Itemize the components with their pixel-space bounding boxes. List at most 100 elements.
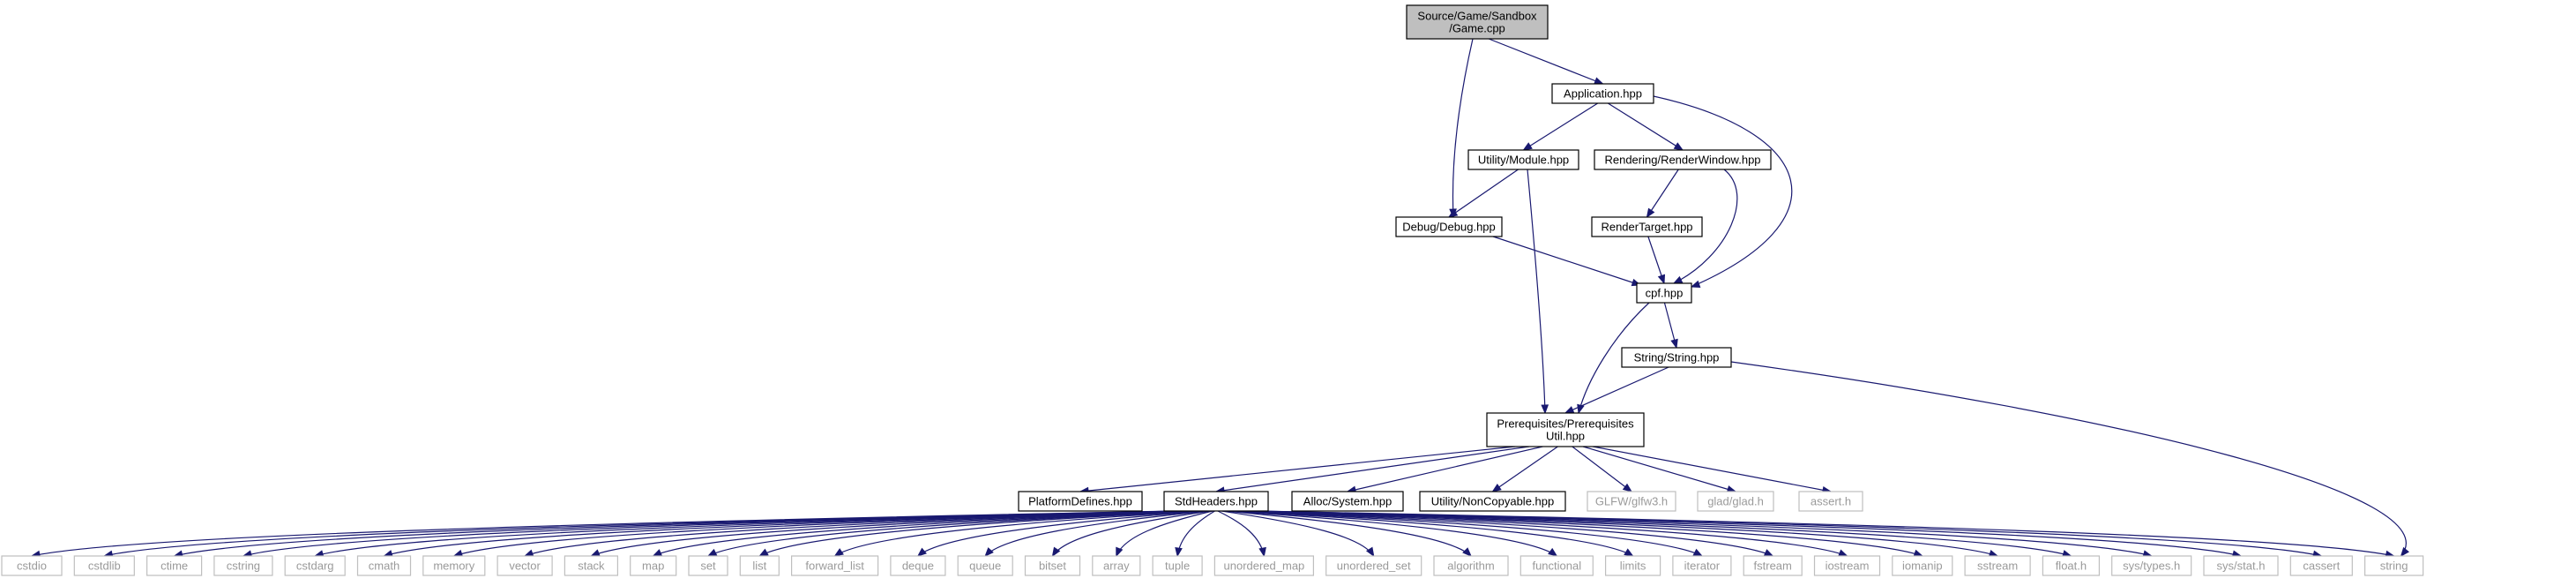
arrowhead: [916, 547, 927, 557]
node-box: [1813, 555, 1881, 576]
edge-line: [1608, 102, 1684, 151]
node-memory: memory: [422, 555, 486, 576]
node-utility-noncopyable-hpp[interactable]: Utility/NonCopyable.hpp: [1419, 491, 1566, 512]
node-label: RenderTarget.hpp: [1601, 221, 1692, 234]
node-rendering-renderwindow-hpp[interactable]: Rendering/RenderWindow.hpp: [1594, 149, 1772, 170]
arrowhead: [758, 548, 769, 557]
edge-stdheaders_hpp-to-unordered_set: [1221, 510, 1375, 558]
edge-line: [1247, 510, 2152, 557]
edge-line: [1492, 236, 1641, 286]
node-box: [790, 555, 879, 576]
node-box: [1018, 491, 1143, 512]
edge-line: [1079, 446, 1516, 492]
edge-line: [1523, 102, 1599, 151]
node-box: [1519, 555, 1594, 576]
edge-stdheaders_hpp-to-float_h: [1244, 510, 2072, 558]
edge-stdheaders_hpp-to-unordered_map: [1217, 510, 1266, 558]
edge-line: [1221, 510, 1375, 557]
node-label: /Game.cpp: [1449, 22, 1505, 35]
edge-stdheaders_hpp-to-queue: [984, 510, 1209, 557]
edge-line: [653, 510, 1198, 557]
node-unordered-map: unordered_map: [1213, 555, 1315, 576]
edge-debug_debug_hpp-to-cpf_hpp: [1492, 236, 1642, 287]
node-iostream: iostream: [1813, 555, 1881, 576]
node-queue: queue: [957, 555, 1013, 576]
node-cstdarg: cstdarg: [284, 555, 346, 576]
node-box: [2364, 555, 2424, 576]
node-box: [146, 555, 203, 576]
edge-line: [1347, 446, 1543, 492]
node-label: iostream: [1826, 560, 1870, 573]
node-box: [284, 555, 346, 576]
node-label: forward_list: [805, 560, 864, 573]
edge-line: [453, 510, 1191, 557]
node-label: String/String.hpp: [1634, 351, 1720, 364]
node-platformdefines-hpp[interactable]: PlatformDefines.hpp: [1018, 491, 1143, 512]
node-application-hpp[interactable]: Application.hpp: [1551, 83, 1654, 104]
edge-line: [1578, 302, 1650, 414]
node-box: [1591, 216, 1703, 237]
node-box: [1636, 282, 1692, 304]
node-box: [1672, 555, 1732, 576]
node-label: Debug/Debug.hpp: [1402, 221, 1496, 234]
edge-rendering_renderwindow_hpp-to-rendertarget_hpp: [1646, 169, 1679, 219]
node-label: unordered_map: [1224, 560, 1305, 573]
arrowhead: [1672, 275, 1684, 284]
node-string: string: [2364, 555, 2424, 576]
arrowhead: [523, 549, 534, 557]
node-label: cpf.hpp: [1646, 287, 1684, 300]
edge-application_hpp-to-cpf_hpp: [1653, 95, 1793, 288]
node-label: sstream: [1977, 560, 2018, 573]
node-box: [1621, 347, 1732, 368]
node-box: [1, 555, 63, 576]
node-box: [2203, 555, 2279, 576]
node-debug-debug-hpp[interactable]: Debug/Debug.hpp: [1395, 216, 1503, 237]
arrowhead: [833, 548, 844, 557]
node-array: array: [1092, 555, 1141, 576]
node-deque: deque: [890, 555, 946, 576]
edge-line: [243, 510, 1184, 557]
arrowhead: [1646, 207, 1655, 219]
arrowhead: [1365, 546, 1375, 558]
node-utility-module-hpp[interactable]: Utility/Module.hpp: [1467, 149, 1579, 170]
node-label: GLFW/glfw3.h: [1595, 495, 1668, 508]
node-label: float.h: [2056, 560, 2087, 573]
node-label: algorithm: [1447, 560, 1494, 573]
edge-stdheaders_hpp-to-array: [1116, 510, 1213, 558]
edge-line: [315, 510, 1186, 557]
edge-line: [1227, 510, 1557, 557]
node-box: [1486, 412, 1645, 447]
edge-line: [1217, 510, 1265, 557]
edge-line: [1236, 510, 1848, 557]
node-rendertarget-hpp[interactable]: RenderTarget.hpp: [1591, 216, 1703, 237]
edge-line: [759, 510, 1201, 557]
node-box: [1964, 555, 2031, 576]
node-game-cpp[interactable]: Source/Game/Sandbox/Game.cpp: [1406, 4, 1549, 40]
node-vector: vector: [497, 555, 553, 576]
arrowhead: [1622, 483, 1633, 492]
node-cpf-hpp[interactable]: cpf.hpp: [1636, 282, 1692, 304]
edge-prerequisites_util_hpp-to-stdheaders_hpp: [1214, 446, 1530, 494]
arrowhead: [1690, 280, 1701, 288]
arrowhead: [706, 548, 718, 557]
edge-stdheaders_hpp-to-iomanip: [1239, 510, 1924, 557]
node-label: vector: [509, 560, 541, 573]
edge-stdheaders_hpp-to-iostream: [1236, 510, 1848, 557]
node-box: [497, 555, 553, 576]
arrowhead: [1491, 484, 1502, 492]
edge-line: [1176, 510, 1215, 557]
edge-string_string_hpp-to-string: [1730, 361, 2409, 558]
node-float-h: float.h: [2042, 555, 2100, 576]
edge-stdheaders_hpp-to-algorithm: [1224, 510, 1472, 557]
arrowhead: [1657, 274, 1666, 285]
node-stdheaders-hpp[interactable]: StdHeaders.hpp: [1163, 491, 1269, 512]
node-set: set: [688, 555, 728, 576]
node-label: assert.h: [1811, 495, 1851, 508]
node-box: [1798, 491, 1863, 512]
node-box: [1697, 491, 1774, 512]
node-string-string-hpp[interactable]: String/String.hpp: [1621, 347, 1732, 368]
node-bitset: bitset: [1024, 555, 1081, 576]
node-alloc-system-hpp[interactable]: Alloc/System.hpp: [1291, 491, 1404, 512]
